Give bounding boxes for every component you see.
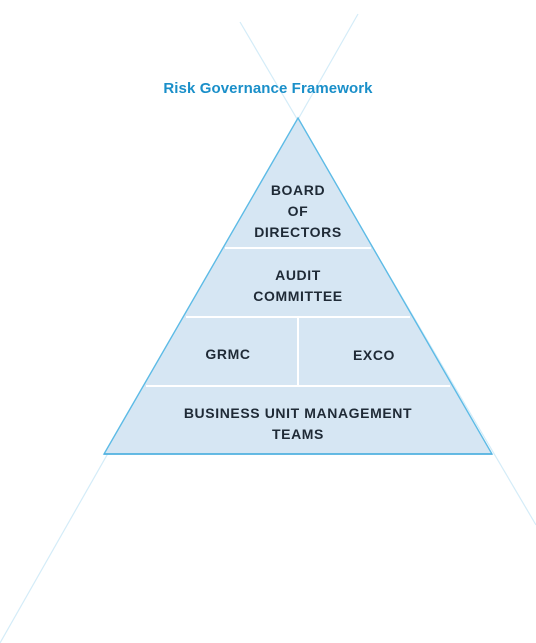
- tier-grmc: GRMC: [205, 346, 251, 362]
- tier-board-line-3: DIRECTORS: [254, 224, 342, 240]
- tier-exco: EXCO: [352, 347, 396, 363]
- tier-business-unit-management-teams: BUSINESS UNIT MANAGEMENT TEAMS: [148, 403, 448, 445]
- tier-dividers: [146, 247, 450, 387]
- pyramid-triangle: [104, 118, 492, 454]
- tier-board-line-2: OF: [287, 203, 309, 219]
- tier-business-line-2: TEAMS: [272, 426, 324, 442]
- tier-audit-line-2: COMMITTEE: [253, 288, 343, 304]
- tier-board-line-1: BOARD: [270, 182, 326, 198]
- diagram-title: Risk Governance Framework: [163, 80, 373, 97]
- tier-audit-line-1: AUDIT: [275, 267, 321, 283]
- tier-business-line-1: BUSINESS UNIT MANAGEMENT: [183, 405, 413, 421]
- tier-board-of-directors: BOARD OF DIRECTORS: [218, 180, 378, 243]
- tier-audit-committee: AUDIT COMMITTEE: [208, 265, 388, 307]
